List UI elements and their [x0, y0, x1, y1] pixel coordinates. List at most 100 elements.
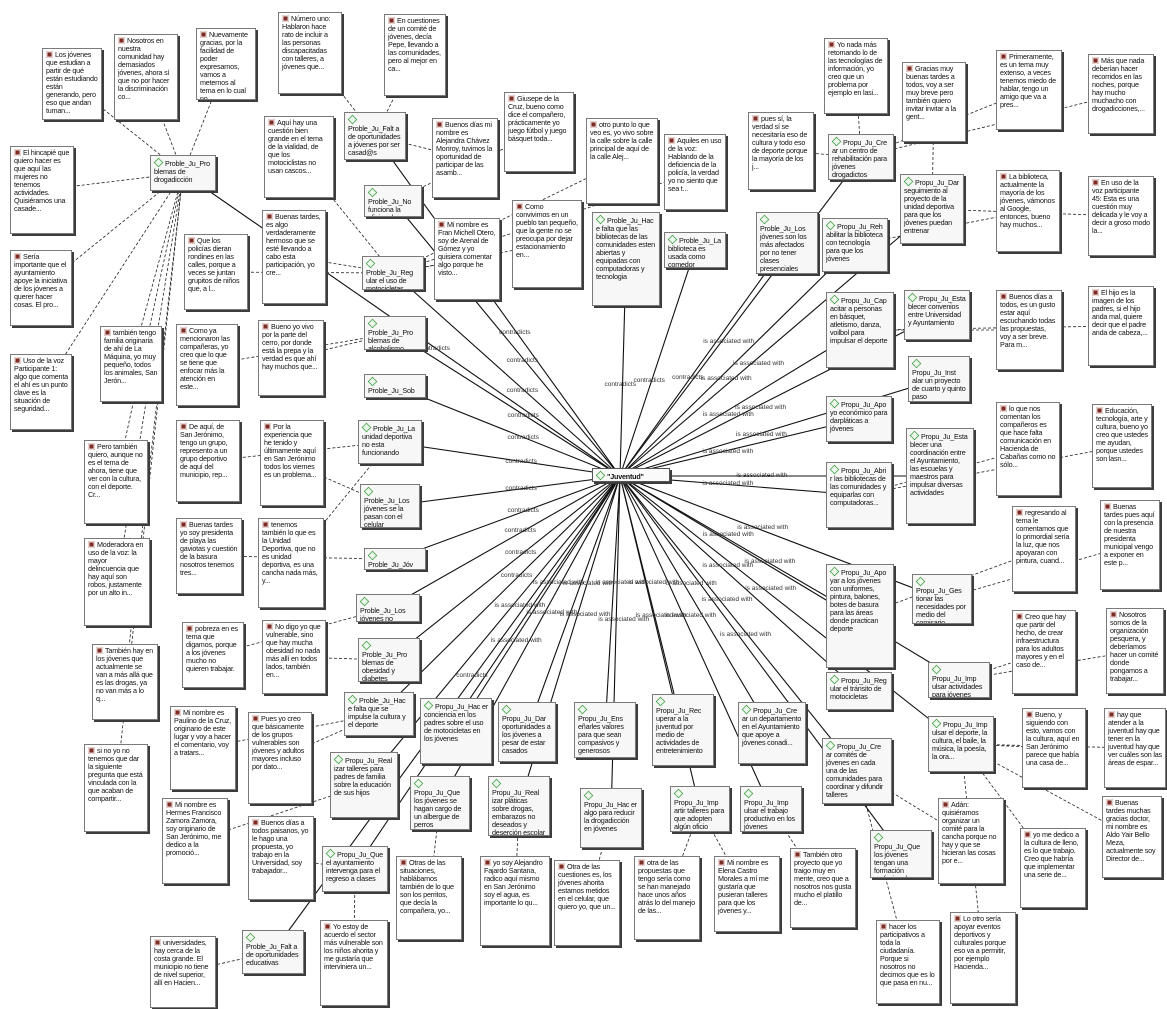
code-node[interactable]: Propu_Ju_Ges tionar las necesidades por …: [912, 574, 972, 624]
quotation-node[interactable]: Nosotros en nuestra comunidad hay demasi…: [114, 34, 178, 120]
code-node[interactable]: Propu_Ju_Esta blecer convenios entre Uni…: [904, 290, 970, 340]
quotation-node[interactable]: También otro proyecto que yo traigo muy …: [790, 848, 856, 928]
quotation-node[interactable]: Nuevamente gracias, por la facilidad de …: [196, 28, 256, 100]
quotation-node[interactable]: regresando al tema le comentamos que lo …: [1012, 506, 1076, 592]
code-node[interactable]: Proble_Ju_Reg ular el uso de motocicleta…: [362, 256, 424, 290]
quotation-node[interactable]: hay que atender a la juventud hay que te…: [1104, 708, 1166, 788]
quotation-node[interactable]: Nosotros somos de la organización pesque…: [1106, 608, 1164, 694]
code-node[interactable]: Propu_Ju_Dar seguimiento al proyecto de …: [900, 174, 964, 244]
quotation-node[interactable]: De aquí, de San Jerónimo, tengo un grupo…: [176, 420, 240, 502]
quotation-node[interactable]: otra de las propuestas que tengo sería c…: [634, 856, 700, 940]
quotation-node[interactable]: Por la experiencia que he tenido y últim…: [260, 420, 324, 506]
code-node[interactable]: Propu_Ju_Imp ulsar actividades para jóve…: [928, 662, 990, 698]
quotation-node[interactable]: El hincapié que quiero hacer es que aquí…: [10, 146, 74, 234]
quotation-node[interactable]: Que los policías dieran rondines en las …: [184, 234, 248, 310]
quotation-node[interactable]: Aquiles en uso de la voz: Hablando de la…: [664, 134, 726, 210]
code-node[interactable]: Propu_Ju_Reh abilitar la biblioteca con …: [822, 218, 888, 272]
quotation-node[interactable]: No digo yo que vulnerable, sino que hay …: [262, 620, 326, 694]
code-node[interactable]: Proble_Ju_Falt a de oportunidades educat…: [242, 930, 304, 974]
quotation-node[interactable]: Buenas tardes pues aquí con la presencia…: [1100, 500, 1160, 590]
code-node[interactable]: Propu_Ju_Real izar talleres para padres …: [330, 752, 398, 818]
code-node[interactable]: Propu_Ju_Hac er conciencia en los padres…: [420, 698, 492, 764]
code-node[interactable]: Propu_Ju_Que los jóvenes se hagan cargo …: [410, 776, 470, 830]
code-node[interactable]: Propu_Ju_Imp artir talleres para que ado…: [670, 786, 730, 832]
code-node[interactable]: Propu_Ju_Cap acitar a personas en básque…: [826, 292, 894, 368]
quotation-node[interactable]: yo soy Alejandro Fajardo Santana, radico…: [480, 856, 550, 946]
quotation-node[interactable]: Aquí hay una cuestión bien grande en el …: [264, 116, 334, 198]
quotation-node[interactable]: En cuestiones de un comité de jóvenes, d…: [384, 14, 446, 96]
code-node[interactable]: Propu_Ju_Que los jóvenes tengan una form…: [870, 830, 932, 878]
code-node[interactable]: Proble_Ju_No funciona la oficina de pode…: [364, 185, 422, 217]
quotation-node[interactable]: Bueno, y siguiendo con esto, vamos con l…: [1022, 708, 1086, 788]
quotation-node[interactable]: Mi nombre es Fran Michell Otero, soy de …: [434, 218, 500, 300]
quotation-node[interactable]: Lo otro sería apoyar eventos deportivos …: [950, 912, 1016, 1004]
code-node[interactable]: Propu_Ju_Imp ulsar el deporte, la cultur…: [928, 716, 994, 772]
quotation-node[interactable]: La biblioteca, actualmente la mayoría de…: [996, 170, 1060, 252]
quotation-node[interactable]: lo que nos comentan los compañeros es qu…: [996, 402, 1060, 496]
code-node[interactable]: Propu_Ju_Rec uperar a la juventud por me…: [652, 694, 714, 766]
code-node[interactable]: Proble_Ju_Pro blemas de alcoholismo: [364, 316, 426, 350]
code-node[interactable]: Proble_Ju_La unidad deportiva no esta fu…: [358, 420, 422, 464]
code-node[interactable]: Proble_Ju_Hac e falta que se impulse la …: [344, 692, 414, 736]
code-node[interactable]: Proble_Ju_La biblioteca es usada como co…: [664, 232, 726, 268]
quotation-node[interactable]: Número uno: Hablaron hace rato de inclui…: [278, 12, 342, 94]
code-node[interactable]: Proble_Ju_Pro blemas de drogadicción: [150, 155, 216, 191]
quotation-node[interactable]: Como convivimos en un pueblo tan pequeño…: [512, 200, 582, 288]
quotation-node[interactable]: Como ya mencionaron las compañeras, yo c…: [176, 324, 238, 406]
code-node[interactable]: Propu_Ju_Reg ular el tránsito de motocic…: [826, 672, 892, 710]
quotation-node[interactable]: Buenas tardes, es algo verdaderamente he…: [262, 210, 326, 304]
quotation-node[interactable]: Yo nada más retomando lo de las tecnolog…: [824, 38, 888, 114]
center-node[interactable]: "Juventud": [592, 468, 670, 482]
code-node[interactable]: Proble_Ju_Los jóvenes no quieren trabaja…: [356, 594, 420, 622]
quotation-node[interactable]: Moderadora en uso de la voz: la mayor de…: [84, 538, 150, 626]
code-node[interactable]: Propu_Ju_Apo yo económico para darplátic…: [826, 396, 892, 442]
quotation-node[interactable]: Buenos días a todos paisanos, yo le hago…: [248, 816, 314, 900]
code-node[interactable]: Propu_Ju_Inst alar un proyecto de cuarto…: [908, 356, 970, 402]
code-node[interactable]: Proble_Ju_Los jóvenes son los más afecta…: [756, 212, 818, 274]
quotation-node[interactable]: si no yo no tenemos que dar la siguiente…: [84, 744, 148, 832]
quotation-node[interactable]: Buenos días mi nombre es Alejandra Cháve…: [432, 118, 498, 198]
code-node[interactable]: Proble_Ju_Hac e falta que las biblioteca…: [592, 212, 660, 306]
code-node[interactable]: Propu_Ju_Cre ar un centro de rehabilitac…: [828, 134, 894, 180]
quotation-node[interactable]: Buenas tardes muchas gracias doctor, mi …: [1102, 796, 1162, 878]
quotation-node[interactable]: Educación, tecnología, arte y cultura, b…: [1092, 404, 1152, 488]
quotation-node[interactable]: también tengo familia originaria de ahí …: [100, 326, 162, 402]
quotation-node[interactable]: Otras de las situaciones, hablábamos tam…: [396, 856, 462, 940]
quotation-node[interactable]: Mi nombre es Hermes Francisco Zamora Zam…: [162, 798, 228, 884]
quotation-node[interactable]: tenemos también lo que es la Unidad Depo…: [258, 518, 324, 608]
code-node[interactable]: Propu_Ju_Ens eñarles valores para que se…: [574, 702, 636, 758]
code-node[interactable]: Propu_Ju_Dar oportunidades a los jóvenes…: [498, 702, 556, 762]
quotation-node[interactable]: Uso de la voz Participante 1: algo que c…: [10, 354, 72, 430]
quotation-node[interactable]: Los jóvenes que estudian a partir de qué…: [42, 48, 102, 120]
quotation-node[interactable]: Buenos días a todos, es un gusto estar a…: [996, 290, 1062, 370]
quotation-node[interactable]: Mi nombre es Elena Castro Morales a mí m…: [714, 856, 780, 932]
code-node[interactable]: Propu_Ju_Real izar pláticas sobre drogas…: [488, 776, 550, 836]
quotation-node[interactable]: Giusepe de la Cruz, bueno como dice el c…: [504, 92, 574, 172]
code-node[interactable]: Proble_Ju_Sob repeso: [364, 374, 426, 398]
quotation-node[interactable]: También hay en los jóvenes que actualmen…: [92, 644, 158, 720]
quotation-node[interactable]: Creo que hay que partir del hecho, de cr…: [1012, 610, 1076, 694]
quotation-node[interactable]: Sería importante que el ayuntamiento apo…: [10, 250, 72, 326]
quotation-node[interactable]: Otra de las cuestiones es, los jóvenes a…: [554, 860, 620, 946]
quotation-node[interactable]: Gracias muy buenas tardes a todos, voy a…: [902, 62, 966, 142]
code-node[interactable]: Propu_Ju_Hac er algo para reducir la dro…: [580, 788, 642, 848]
code-node[interactable]: Proble_Ju_Los jóvenes se la pasan con el…: [360, 484, 420, 528]
code-node[interactable]: Propu_Ju_Cre ar un departamento en el Ay…: [738, 702, 806, 764]
code-node[interactable]: Propu_Ju_Apo yar a los jóvenes con unifo…: [826, 564, 894, 668]
quotation-node[interactable]: pues sí, la verdad sí se necesitaría eso…: [748, 112, 814, 190]
quotation-node[interactable]: universidades, hay cerca de la costa gra…: [150, 936, 216, 1008]
code-node[interactable]: Propu_Ju_Abri r las bibliotecas de las c…: [826, 462, 892, 528]
quotation-node[interactable]: Más que nada deberían hacer recorridos e…: [1088, 54, 1154, 134]
quotation-node[interactable]: Buenas tardes yo soy presidenta de playa…: [176, 518, 242, 594]
quotation-node[interactable]: El hijo es la imagen de los padres, si e…: [1088, 286, 1154, 366]
code-node[interactable]: Propu_Ju_Esta blecer una coordinación en…: [906, 428, 974, 524]
code-node[interactable]: Propu_Ju_Cre ar comités de jóvenes en ca…: [822, 738, 892, 804]
quotation-node[interactable]: Adán: quisiéramos organizar un comité pa…: [938, 798, 1004, 884]
code-node[interactable]: Proble_Ju_Falt a de oportunidades a jóve…: [344, 112, 406, 160]
quotation-node[interactable]: Mi nombre es Paulino de la Cruz, origina…: [170, 706, 236, 790]
quotation-node[interactable]: yo me dedico a la cultura de lleno, es l…: [1020, 828, 1086, 908]
code-node[interactable]: Propu_Ju_Que el ayuntamiento intervenga …: [322, 846, 388, 892]
quotation-node[interactable]: otro punto lo que veo es, yo vivo sobre …: [586, 118, 658, 204]
code-node[interactable]: Proble_Ju_Jóv enes armados: [364, 548, 426, 570]
quotation-node[interactable]: Bueno yo vivo por la parte del cerro, po…: [258, 320, 324, 396]
